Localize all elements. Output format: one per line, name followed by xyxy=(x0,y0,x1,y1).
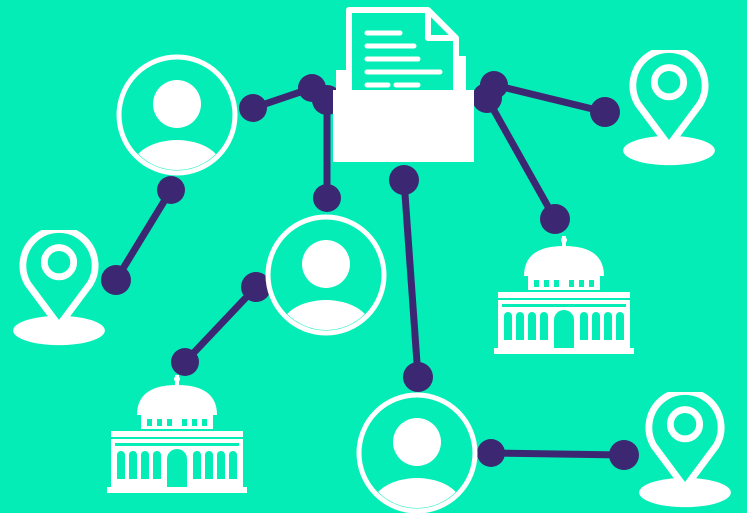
node-dot xyxy=(313,184,341,212)
node-dot xyxy=(403,362,433,392)
document-folder-icon xyxy=(333,7,474,162)
location-pin-icon xyxy=(623,49,715,165)
node-dot xyxy=(101,265,131,295)
location-pin-icon xyxy=(639,391,731,507)
edge-p3-l3 xyxy=(487,449,628,459)
node-dot xyxy=(540,204,570,234)
node-dot xyxy=(239,94,267,122)
edge-folder-b1 xyxy=(483,94,559,223)
node-dot xyxy=(590,97,620,127)
node-dot xyxy=(241,272,271,302)
edge-p1-l2 xyxy=(112,186,175,284)
person-avatar-icon xyxy=(265,214,387,336)
edge-p2-b2 xyxy=(181,283,260,366)
edge-folder-p3 xyxy=(400,176,422,381)
person-avatar-icon xyxy=(116,54,238,176)
node-dot xyxy=(389,165,419,195)
node-dot xyxy=(477,439,505,467)
node-dot xyxy=(157,176,185,204)
person-avatar-icon xyxy=(356,392,478,513)
node-dot xyxy=(171,348,199,376)
node-dot xyxy=(609,440,639,470)
node-dot xyxy=(472,83,502,113)
location-pin-icon xyxy=(13,229,105,345)
connector-dots xyxy=(101,71,639,470)
